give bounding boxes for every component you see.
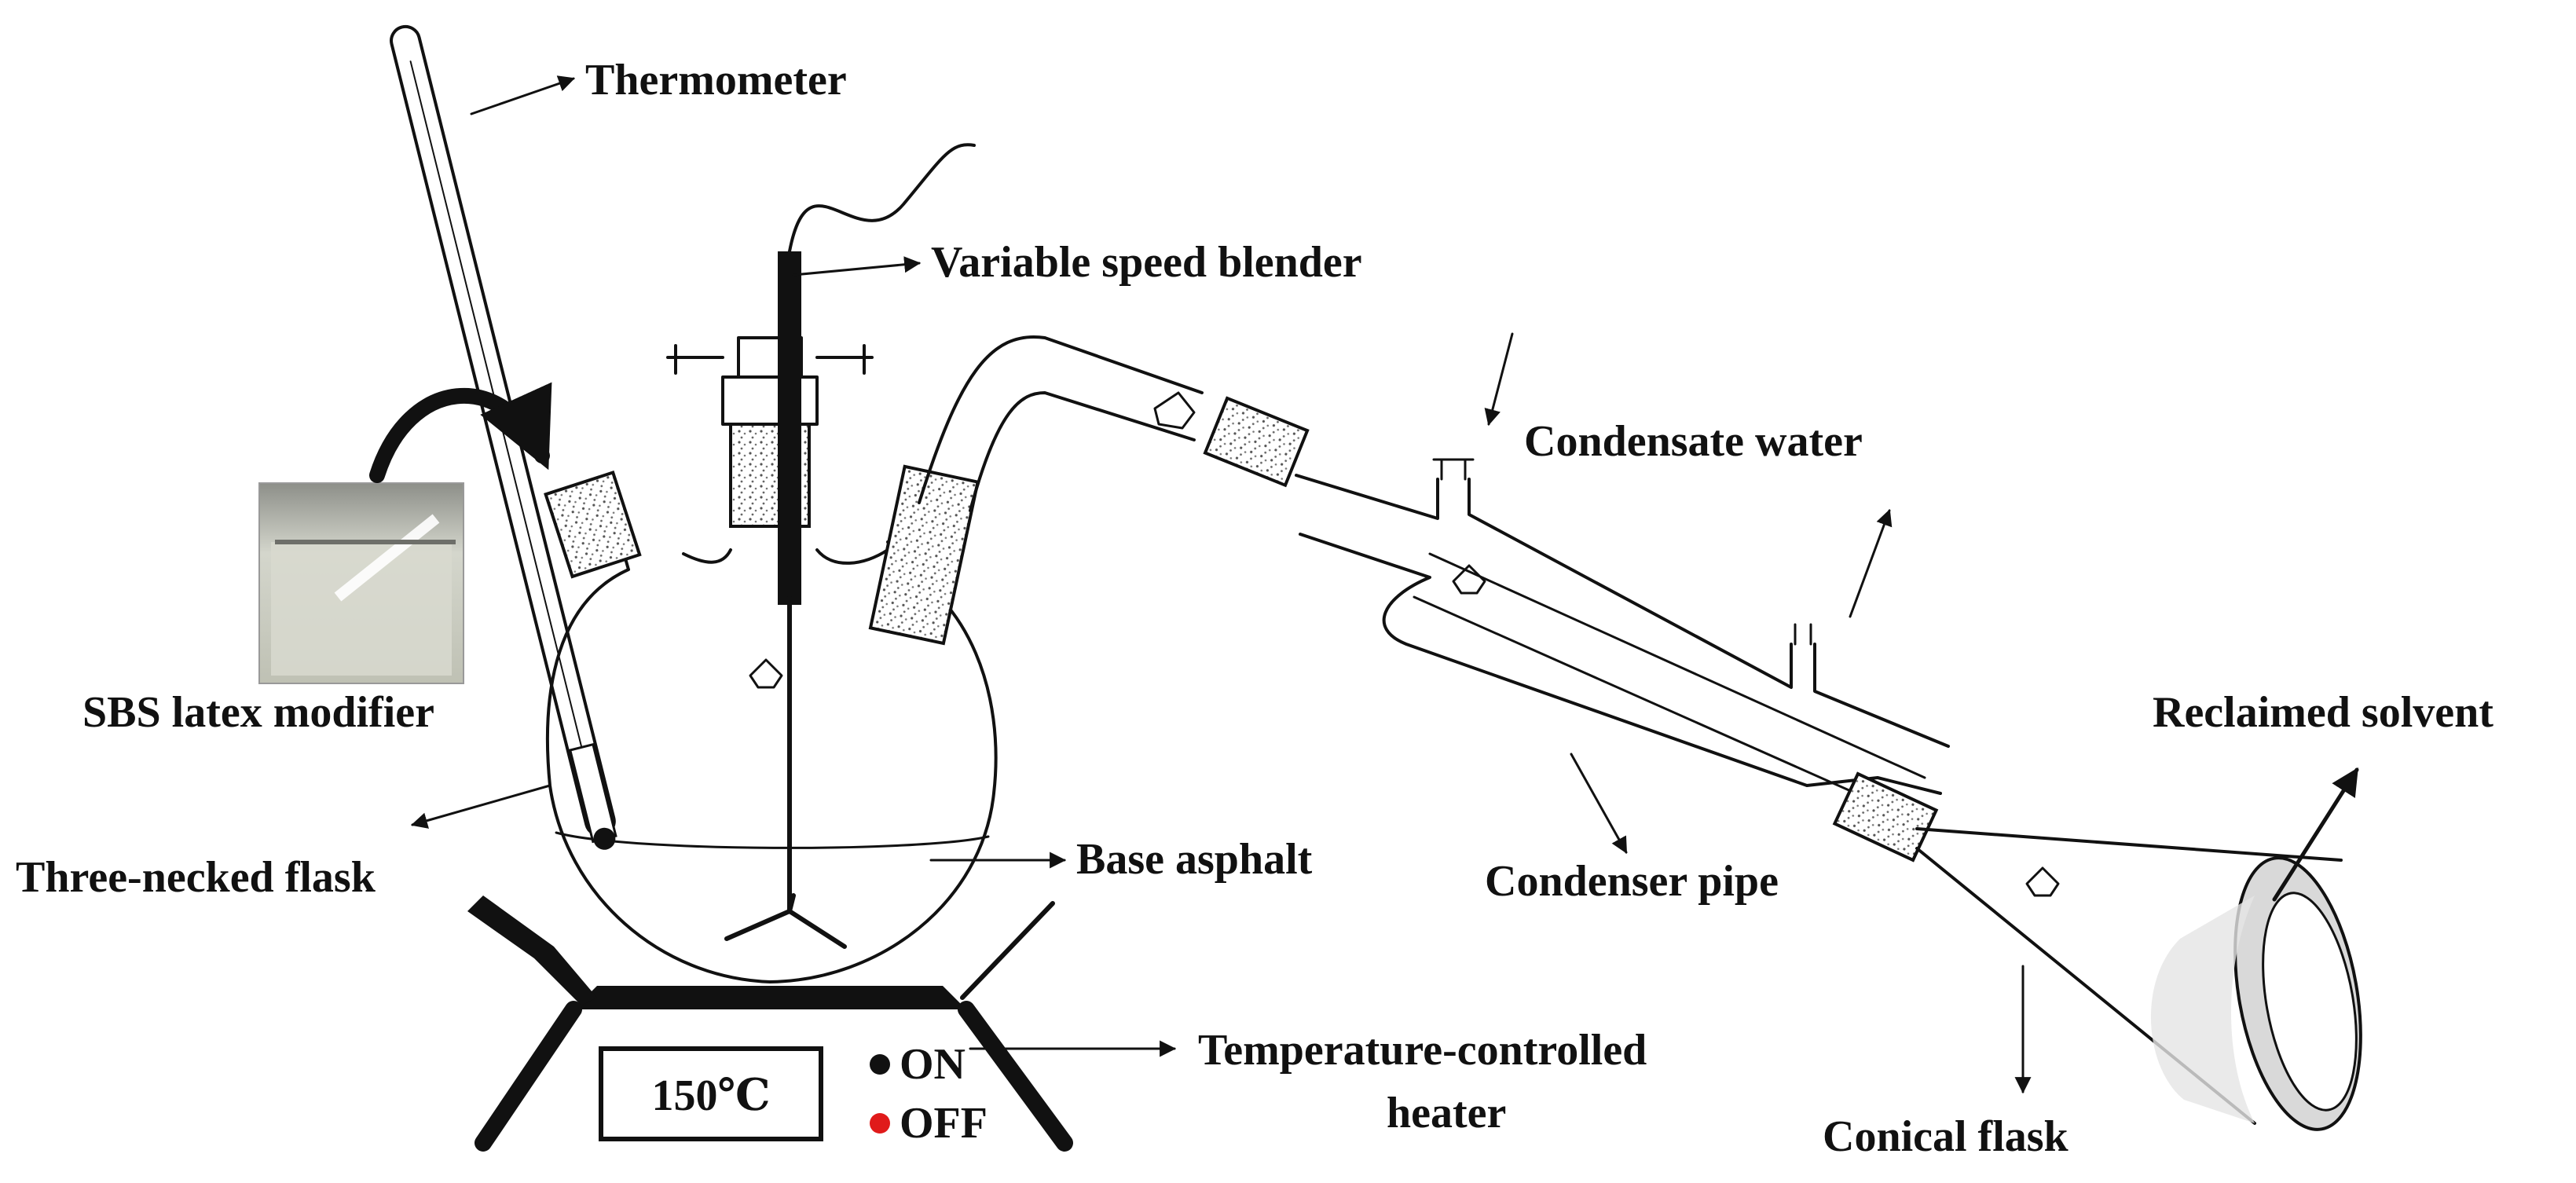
flask-valve — [2025, 866, 2060, 897]
on-label: ON — [900, 1040, 966, 1089]
stopcock — [666, 336, 874, 379]
off-indicator-icon — [870, 1113, 890, 1134]
reclaimed-solvent-label: Reclaimed solvent — [2153, 688, 2494, 737]
curved-arrow-icon — [369, 382, 552, 483]
condenser-valve — [1452, 564, 1486, 595]
three-necked-flask-label: Three-necked flask — [16, 853, 376, 902]
heater-left-leg — [475, 1001, 582, 1152]
sbs-latex-photo — [258, 482, 464, 684]
condenser-pipe-label: Condenser pipe — [1485, 857, 1779, 906]
side-arm-upper — [918, 335, 1204, 504]
reclaimed-solvent-fill — [2150, 895, 2255, 1123]
temperature-readout: 150℃ — [651, 1071, 770, 1120]
condenser-assembly — [918, 335, 1950, 863]
blender-cable — [788, 143, 976, 253]
center-neck-cap — [721, 375, 819, 426]
off-label: OFF — [900, 1099, 988, 1148]
conical-flask — [1915, 827, 2362, 1131]
heater-label-line2: heater — [1387, 1089, 1506, 1137]
heater-right-support — [960, 901, 1055, 1000]
temperature-display — [599, 1046, 823, 1141]
impeller — [724, 893, 847, 949]
blender-label: Variable speed blender — [931, 238, 1362, 287]
blender-motor — [778, 251, 801, 605]
leader-arrows — [410, 75, 2359, 1094]
right-neck — [868, 464, 980, 646]
heater-left-support — [467, 895, 597, 1005]
conical-flask-label: Conical flask — [1823, 1112, 2069, 1161]
center-valve — [749, 658, 783, 689]
variable-speed-blender — [724, 143, 976, 949]
heater-right-leg — [958, 1001, 1073, 1152]
condenser-inner-tube — [1413, 552, 1926, 819]
three-necked-flask — [544, 336, 998, 983]
condensate-water-label: Condensate water — [1524, 417, 1863, 466]
heater-top-plate — [573, 986, 966, 1009]
flask-joint — [1832, 771, 1939, 863]
heater-label-line1: Temperature-controlled — [1198, 1026, 1647, 1075]
heater: 150℃ ON OFF — [467, 895, 1073, 1152]
condenser-jacket — [1295, 474, 1950, 795]
sbs-latex-label: SBS latex modifier — [82, 688, 434, 737]
adapter-valve — [1153, 391, 1196, 430]
on-indicator-icon — [870, 1054, 890, 1075]
asphalt-level — [555, 831, 990, 849]
adapter-joint — [1203, 396, 1310, 488]
side-arm-lower — [969, 391, 1196, 512]
left-neck — [544, 470, 642, 579]
thermometer-label: Thermometer — [585, 56, 847, 104]
base-asphalt-label: Base asphalt — [1076, 835, 1313, 884]
water-ports — [1432, 458, 1812, 646]
